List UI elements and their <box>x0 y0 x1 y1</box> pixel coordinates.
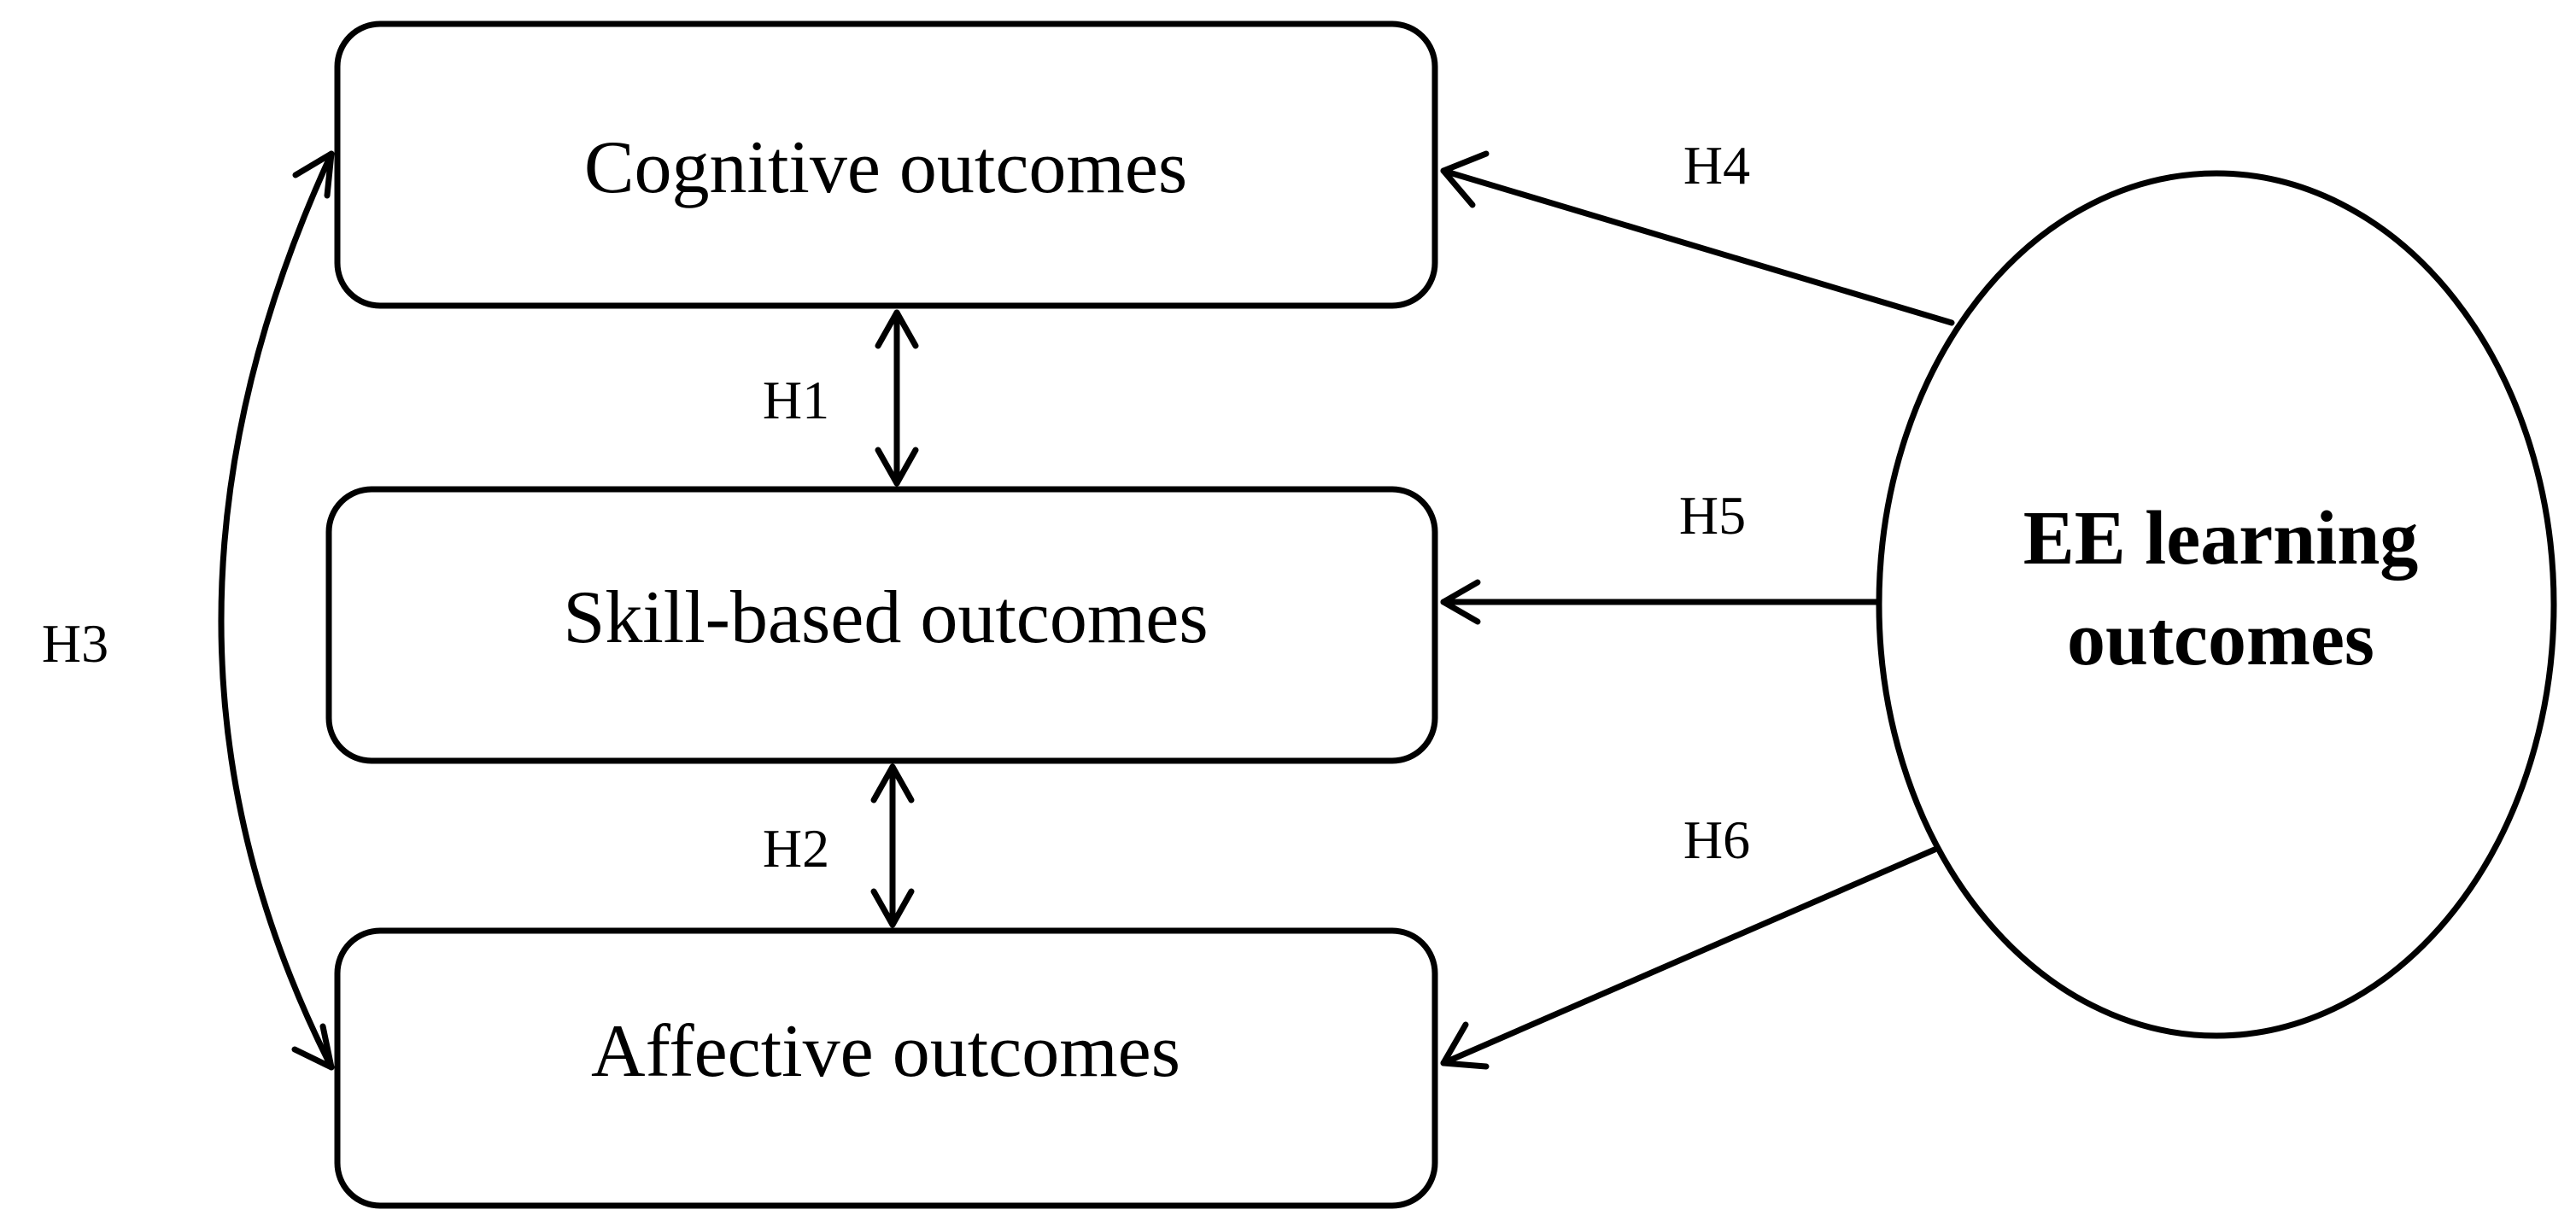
skill-based-outcomes-label: Skill-based outcomes <box>563 576 1208 659</box>
h3-head-bottom <box>291 1023 335 1071</box>
cognitive-outcomes-label: Cognitive outcomes <box>584 126 1187 209</box>
h2-head-top <box>870 763 915 803</box>
h2-arrow: H2 <box>763 763 915 928</box>
h4-shaft <box>1440 167 1955 326</box>
h1-arrow: H1 <box>763 309 919 487</box>
h6-head <box>1440 1021 1490 1070</box>
skill-based-outcomes-box <box>325 486 1438 764</box>
h2-label: H2 <box>763 818 829 879</box>
h4-label: H4 <box>1683 135 1750 196</box>
ee-learning-outcomes-label-line1: EE learning <box>2023 496 2419 581</box>
h1-label: H1 <box>763 370 829 430</box>
h4-head <box>1440 150 1490 208</box>
affective-outcomes-label: Affective outcomes <box>591 1010 1180 1093</box>
skill-based-outcomes-node: Skill-based outcomes <box>325 486 1438 764</box>
h6-arrow: H6 <box>1440 809 1938 1070</box>
h6-label: H6 <box>1683 809 1750 870</box>
affective-outcomes-node: Affective outcomes <box>334 927 1438 1209</box>
cognitive-outcomes-box <box>334 20 1438 309</box>
h3-curve <box>218 150 335 1071</box>
h3-arrow: H3 <box>42 150 335 1071</box>
ee-learning-outcomes-node: EE learning outcomes <box>1876 170 2557 1039</box>
h3-head-top <box>292 150 335 199</box>
h5-arrow: H5 <box>1440 485 1882 625</box>
h5-label: H5 <box>1679 485 1746 546</box>
h1-head-bottom <box>875 447 919 487</box>
h4-arrow: H4 <box>1440 135 1955 326</box>
cognitive-outcomes-node: Cognitive outcomes <box>334 20 1438 309</box>
affective-outcomes-box <box>334 927 1438 1209</box>
h6-shaft <box>1440 846 1938 1066</box>
h2-head-bottom <box>870 888 915 928</box>
h3-label: H3 <box>42 613 108 674</box>
h5-head <box>1440 579 1481 625</box>
h1-head-top <box>875 309 919 349</box>
ee-learning-outcomes-label-line2: outcomes <box>2067 597 2374 681</box>
